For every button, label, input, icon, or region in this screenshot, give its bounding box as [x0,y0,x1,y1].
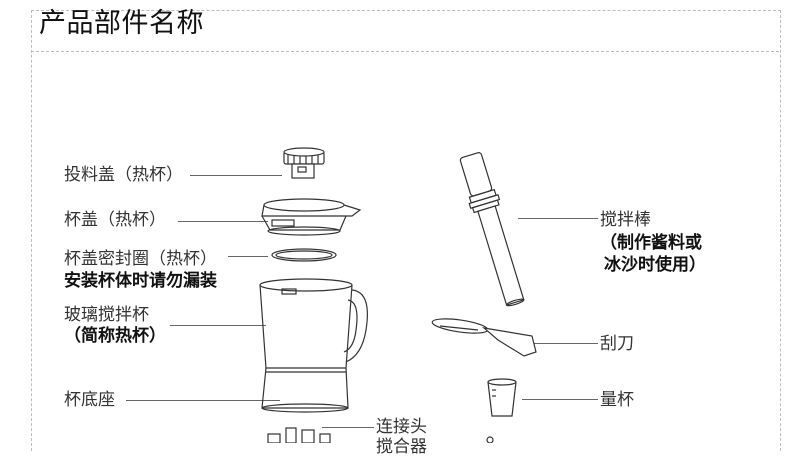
coupler-drawing [267,427,494,443]
leader-lid-seal [228,256,268,257]
spatula-drawing [431,318,537,357]
page-frame [31,10,781,451]
title-divider [31,51,779,52]
label-spatula: 刮刀 [600,334,634,354]
label-coupler: 连接头 [376,417,427,437]
label-lid: 杯盖（热杯） [64,210,166,230]
measuring-cup-drawing [487,378,517,417]
label-tamper: 搅拌棒 [600,210,651,230]
label-feed-cap: 投料盖（热杯） [64,165,183,185]
leader-glass-jar [170,325,266,326]
leader-measuring-cup [522,399,598,400]
page-title: 产品部件名称 [39,8,204,39]
label-measuring-cup: 量杯 [600,390,634,410]
leader-coupler [322,427,374,428]
lid-drawing [261,198,362,236]
leader-feed-cap [190,175,282,176]
label-glass-jar: 玻璃搅拌杯 [64,305,149,325]
jar-base-drawing [261,367,349,413]
parts-illustration [259,147,537,443]
label-lid-seal: 杯盖密封圈（热杯） [64,249,217,269]
label-lid-seal-note: 安装杯体时请勿漏装 [64,271,217,291]
tamper-drawing [459,152,525,307]
leader-jar-base [126,400,280,401]
leader-spatula [528,343,598,344]
label-jar-base: 杯底座 [64,390,115,410]
seal-ring-drawing [271,248,337,262]
label-glass-jar-note: （简称热杯） [64,326,166,346]
feed-cap-drawing [283,147,325,179]
label-tamper-note-2: 冰沙时使用） [604,255,706,275]
glass-jar-drawing [259,278,368,369]
label-tamper-note-1: （制作酱料或 [600,233,702,253]
leader-tamper [518,218,598,219]
leader-lid [178,221,268,222]
